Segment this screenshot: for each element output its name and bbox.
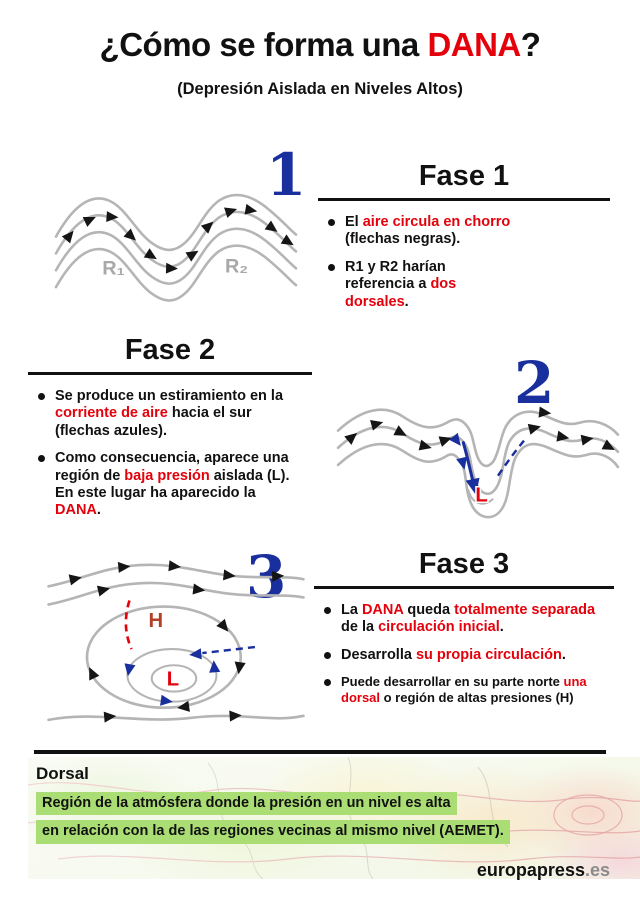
page-subtitle: (Depresión Aislada en Niveles Altos) [177, 80, 463, 98]
bullet-marker [38, 455, 45, 463]
bullet-marker [324, 607, 331, 614]
fase3-heading: Fase 3 [418, 548, 510, 580]
bullet-text: Como consecuencia, aparece una región de… [55, 450, 290, 519]
dorsal-definition-line: Región de la atmósfera donde la presión … [36, 792, 510, 816]
fase3-bullets: La DANA queda totalmente separada de la … [314, 602, 614, 705]
jet-flow-arrows-black [344, 406, 615, 451]
fase3-streamlines [47, 563, 305, 722]
page-title: ¿Cómo se forma una DANA? [0, 26, 640, 64]
fase3-divider [314, 586, 614, 589]
fase3-cutoff-low-diagram: H L [47, 560, 305, 723]
southward-stretch-arrows-blue [449, 432, 525, 495]
fase3-section: Fase 3 La DANA queda totalmente separada… [314, 548, 614, 715]
bullet-marker [38, 393, 45, 400]
separation-line-red [124, 600, 133, 650]
low-pressure-label: L [167, 668, 179, 690]
fase1-streamlines [54, 193, 298, 302]
fase2-stretching-diagram: L [336, 406, 620, 519]
low-pressure-label: L [475, 484, 487, 506]
fase2-heading: Fase 2 [124, 334, 216, 366]
bullet-item: R1 y R2 harían referencia a dos dorsales… [328, 259, 610, 311]
fase2-section: Fase 2 Se produce un estiramiento en la … [28, 334, 312, 530]
jet-flow-arrows-black [68, 560, 285, 723]
dorsal-definition-line: en relación con la de las regiones vecin… [36, 820, 510, 844]
bullet-marker [324, 651, 331, 659]
fase2-bullets: Se produce un estiramiento en la corrien… [28, 388, 312, 520]
title-suffix: ? [520, 26, 541, 63]
bullet-text: Puede desarrollar en su parte norte una … [341, 674, 587, 705]
brand-logo: europapress.es [477, 860, 610, 881]
fase1-bullets: El aire circula en chorro (flechas negra… [318, 214, 610, 311]
bullet-text: El aire circula en chorro (flechas negra… [345, 214, 511, 248]
own-circulation-arrows-blue [124, 645, 256, 706]
high-pressure-label: H [148, 610, 163, 632]
bullet-marker [324, 679, 331, 687]
title-highlight: DANA [427, 26, 521, 63]
bullet-text: R1 y R2 harían referencia a dos dorsales… [345, 258, 457, 310]
footer-divider [34, 750, 606, 754]
fase1-section: Fase 1 El aire circula en chorro (flecha… [318, 160, 610, 321]
bullet-text: Se produce un estiramiento en la corrien… [55, 388, 284, 439]
bullet-item: El aire circula en chorro (flechas negra… [328, 214, 610, 249]
bullet-item: Puede desarrollar en su parte norte una … [324, 674, 614, 705]
bullet-marker [328, 263, 335, 271]
ridge-label-r2: R₂ [225, 255, 248, 277]
title-prefix: ¿Cómo se forma una [99, 26, 428, 63]
fase1-number: 1 [266, 141, 307, 209]
bullet-item: Desarrolla su propia circulación. [324, 647, 614, 664]
fase1-jetstream-diagram: R₁ R₂ [54, 193, 298, 302]
fase1-divider [318, 198, 610, 201]
jet-flow-arrows-black [61, 203, 294, 274]
fase1-heading: Fase 1 [418, 160, 510, 192]
fase2-number: 2 [514, 349, 555, 417]
bullet-text: La DANA queda totalmente separada de la … [341, 602, 596, 636]
dorsal-definition: Región de la atmósfera donde la presión … [36, 792, 510, 849]
bullet-marker [328, 219, 335, 226]
weather-map-background [27, 756, 640, 880]
ridge-label-r1: R₁ [102, 257, 125, 279]
fase2-divider [28, 372, 312, 375]
brand-name: europapress [476, 860, 585, 880]
bullet-item: La DANA queda totalmente separada de la … [324, 602, 614, 637]
brand-tld: .es [584, 860, 610, 880]
bullet-text: Desarrolla su propia circulación. [341, 646, 566, 663]
dorsal-title: Dorsal [36, 764, 89, 783]
bullet-item: Se produce un estiramiento en la corrien… [38, 388, 312, 440]
bullet-item: Como consecuencia, aparece una región de… [38, 450, 312, 520]
